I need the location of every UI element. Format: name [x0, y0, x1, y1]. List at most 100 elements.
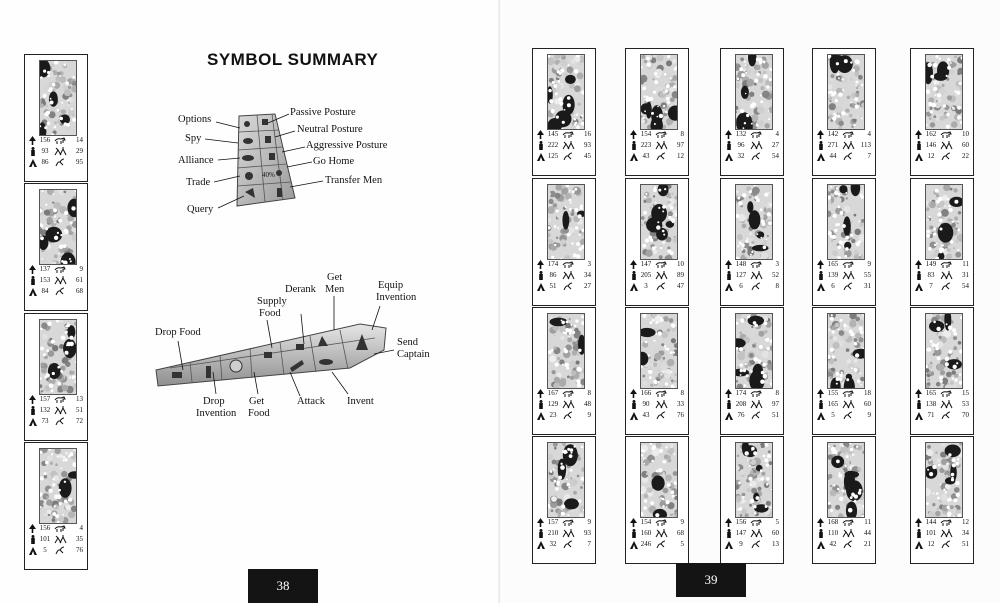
map-card: 154 8 223 97 43 12 — [625, 48, 689, 176]
tent-icon — [816, 540, 825, 549]
tent-value: 84 — [41, 287, 49, 295]
label-supply: Supply — [257, 296, 287, 307]
horse-icon — [749, 518, 763, 527]
bird-icon — [749, 540, 763, 549]
man-icon — [914, 271, 923, 280]
trees-value: 157 — [39, 395, 51, 403]
terrain-map-image — [827, 442, 865, 518]
horse-icon — [841, 389, 855, 398]
label-get: Get — [249, 396, 265, 407]
bird-value: 7 — [587, 540, 592, 548]
horse-value: 3 — [775, 260, 780, 268]
bird-icon — [939, 152, 953, 161]
tree-icon — [28, 524, 37, 533]
horse-value: 5 — [775, 518, 780, 526]
bird-value: 76 — [677, 411, 684, 419]
card-stats: 149 11 83 31 7 54 — [914, 259, 971, 292]
camp-value: 35 — [76, 535, 83, 543]
panel1-leader-lines — [204, 113, 324, 209]
horse-value: 11 — [962, 260, 969, 268]
terrain-map-image — [925, 54, 963, 130]
trees-value: 145 — [547, 130, 559, 138]
tent-icon — [914, 282, 923, 291]
men-value: 101 — [39, 535, 51, 543]
label-derank: Derank — [285, 284, 316, 295]
tree-icon — [724, 130, 733, 139]
bird-icon — [749, 152, 763, 161]
tent-icon — [536, 282, 545, 291]
label-go-home: Go Home — [313, 156, 355, 167]
card-stats: 157 9 210 93 32 7 — [536, 517, 593, 550]
camp-value: 51 — [76, 406, 83, 414]
man-icon — [536, 141, 545, 150]
bird-value: 54 — [772, 152, 779, 160]
tree-icon — [914, 389, 923, 398]
camp-icon — [561, 400, 575, 409]
bird-icon — [654, 540, 668, 549]
tent-value: 43 — [642, 411, 650, 419]
horse-value: 3 — [587, 260, 592, 268]
card-stats: 156 4 101 35 5 76 — [28, 523, 85, 556]
card-stats: 137 9 153 61 84 68 — [28, 264, 85, 297]
camp-value: 29 — [76, 147, 83, 155]
camp-icon — [749, 400, 763, 409]
tree-icon — [28, 395, 37, 404]
terrain-map-image — [925, 442, 963, 518]
tent-icon — [536, 411, 545, 420]
men-value: 208 — [735, 400, 747, 408]
card-stats: 145 16 222 93 125 45 — [536, 129, 593, 162]
terrain-map-image — [827, 313, 865, 389]
bird-icon — [749, 411, 763, 420]
bird-value: 31 — [864, 282, 871, 290]
horse-value: 8 — [680, 130, 685, 138]
card-stats: 156 14 93 29 86 95 — [28, 135, 85, 168]
bird-icon — [749, 282, 763, 291]
bird-value: 27 — [584, 282, 591, 290]
tent-value: 32 — [737, 152, 745, 160]
trees-value: 154 — [640, 518, 652, 526]
tree-icon — [629, 389, 638, 398]
camp-icon — [654, 141, 668, 150]
bird-value: 51 — [962, 540, 969, 548]
map-card: 167 8 129 48 23 9 — [532, 307, 596, 435]
tent-value: 7 — [929, 282, 933, 290]
men-value: 271 — [827, 141, 839, 149]
man-icon — [629, 529, 638, 538]
trees-value: 157 — [547, 518, 559, 526]
camp-value: 53 — [962, 400, 969, 408]
men-value: 139 — [827, 271, 839, 279]
camp-icon — [561, 141, 575, 150]
bird-icon — [841, 540, 855, 549]
tree-icon — [536, 260, 545, 269]
bird-icon — [53, 546, 67, 555]
tent-icon — [629, 540, 638, 549]
tent-value: 3 — [644, 282, 648, 290]
camp-value: 34 — [962, 529, 969, 537]
horse-value: 8 — [775, 389, 780, 397]
tent-icon — [28, 546, 37, 555]
tent-icon — [914, 152, 923, 161]
map-card: 137 9 153 61 84 68 — [24, 183, 88, 311]
trees-value: 156 — [39, 136, 51, 144]
camp-icon — [841, 529, 855, 538]
label-spy: Spy — [185, 133, 202, 144]
camp-value: 48 — [584, 400, 591, 408]
camp-value: 60 — [962, 141, 969, 149]
horse-icon — [53, 265, 67, 274]
man-icon — [816, 271, 825, 280]
camp-icon — [841, 141, 855, 150]
men-value: 101 — [925, 529, 937, 537]
terrain-map-image — [827, 54, 865, 130]
terrain-map-image — [640, 313, 678, 389]
horse-value: 18 — [864, 389, 871, 397]
map-card: 156 4 101 35 5 76 — [24, 442, 88, 570]
map-card: 165 9 139 55 6 31 — [812, 178, 876, 306]
tree-icon — [629, 130, 638, 139]
tent-icon — [724, 411, 733, 420]
bird-value: 9 — [587, 411, 592, 419]
card-stats: 174 3 86 34 51 27 — [536, 259, 593, 292]
label-equip: Equip — [378, 280, 404, 291]
man-icon — [914, 141, 923, 150]
men-value: 83 — [927, 271, 935, 279]
terrain-map-image — [39, 448, 77, 524]
